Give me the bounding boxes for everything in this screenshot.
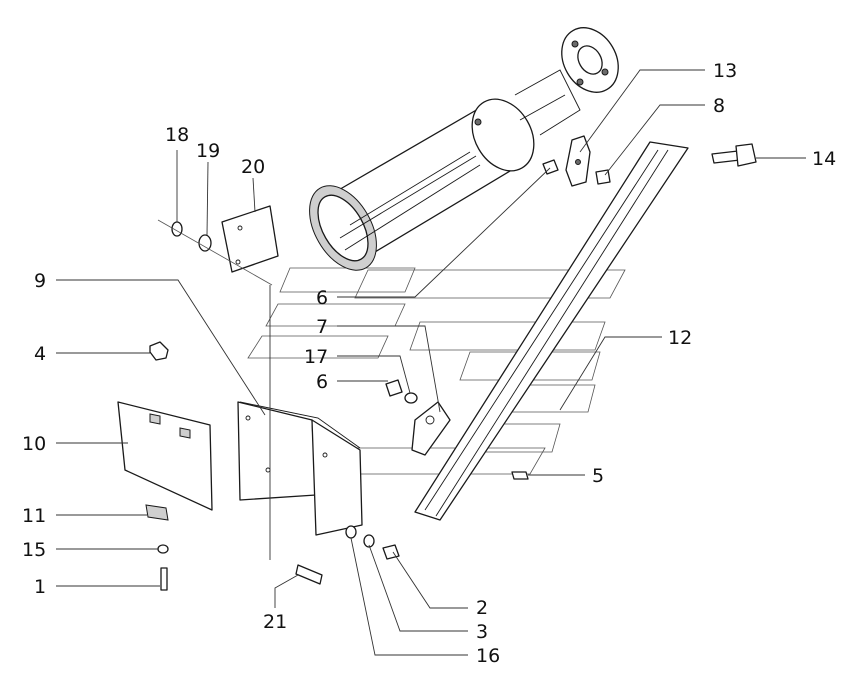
nut-part-4 <box>149 341 169 361</box>
callout-14: 14 <box>812 148 836 170</box>
callout-15: 15 <box>22 539 46 561</box>
callout-10: 10 <box>22 433 46 455</box>
sleeve-part-8 <box>595 169 611 185</box>
washers-18-19 <box>157 219 273 286</box>
callout-20: 20 <box>241 156 265 178</box>
callout-3: 3 <box>476 621 488 643</box>
callout-7: 7 <box>316 316 328 338</box>
cylinder-assembly <box>309 27 619 271</box>
callout-8: 8 <box>713 95 725 117</box>
callout-labels: 1 2 3 4 5 6 6 7 8 9 10 11 12 13 14 15 16… <box>22 60 836 667</box>
angle-rail-part-12 <box>414 141 689 521</box>
callout-13: 13 <box>713 60 737 82</box>
washer-part-15 <box>157 544 169 554</box>
bracket-part-9 <box>237 401 363 536</box>
callout-6b: 6 <box>316 371 328 393</box>
callout-11: 11 <box>22 505 46 527</box>
callout-16: 16 <box>476 645 500 667</box>
cover-part-10 <box>117 401 213 511</box>
callout-21: 21 <box>263 611 287 633</box>
callout-5: 5 <box>592 465 604 487</box>
callout-4: 4 <box>34 343 46 365</box>
bolt-part-14 <box>711 143 757 167</box>
block-part-11 <box>145 504 169 521</box>
callout-19: 19 <box>196 140 220 162</box>
leader-lines <box>56 69 806 656</box>
screw-part-5 <box>511 471 529 480</box>
callout-9: 9 <box>34 270 46 292</box>
callout-17: 17 <box>304 346 328 368</box>
bolt-part-1 <box>160 567 168 591</box>
clamp-part-7 <box>411 401 451 456</box>
clip-part-13 <box>565 135 591 187</box>
bolt-part-21 <box>295 564 323 585</box>
callout-1: 1 <box>34 576 46 598</box>
callout-6a: 6 <box>316 287 328 309</box>
callout-2: 2 <box>476 597 488 619</box>
callout-18: 18 <box>165 124 189 146</box>
plate-part-20 <box>221 205 279 273</box>
callout-12: 12 <box>668 327 692 349</box>
